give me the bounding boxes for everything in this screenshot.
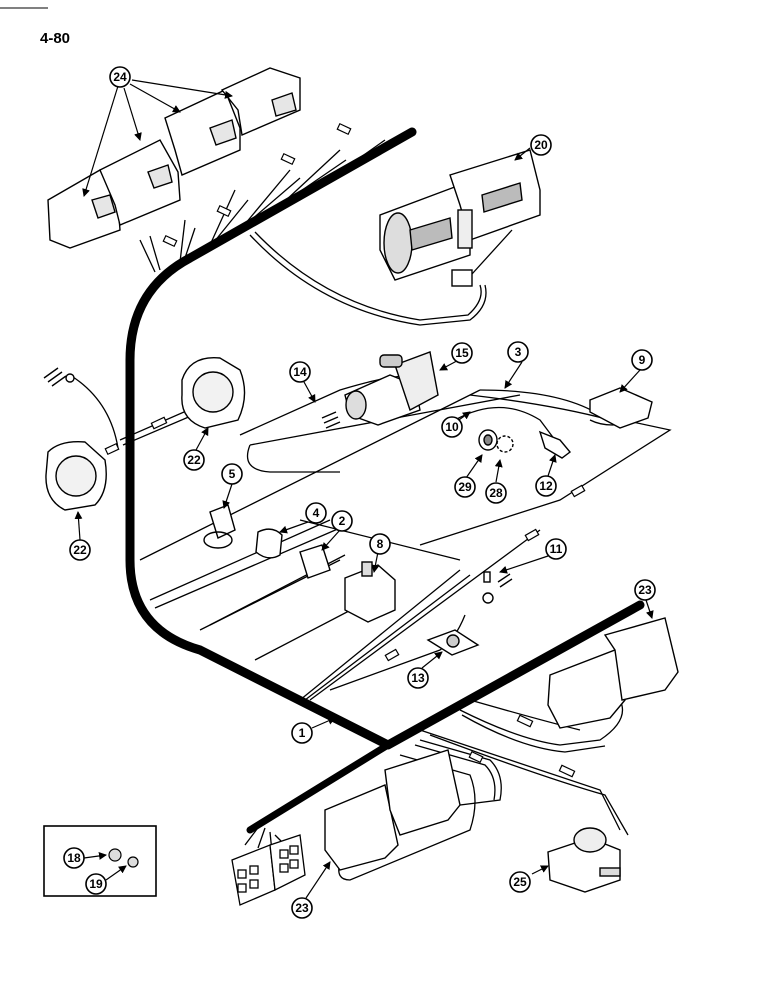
callout-label: 15	[455, 346, 469, 360]
main-harness-trunk	[125, 127, 645, 834]
switches-2-4-5-8	[203, 504, 396, 623]
callout-label: 2	[339, 514, 346, 528]
callout-19: 19	[85, 873, 107, 895]
starter-motor-14-15	[344, 351, 439, 426]
callout-5: 5	[221, 463, 243, 485]
callout-label: 3	[515, 345, 522, 359]
callout-label: 29	[458, 480, 472, 494]
callout-22-top: 22	[183, 449, 205, 471]
callout-label: 25	[513, 875, 527, 889]
callout-label: 12	[539, 479, 553, 493]
callout-label: 22	[73, 543, 87, 557]
callout-label: 23	[295, 901, 309, 915]
bracket-11-13	[426, 571, 494, 656]
blower-motor-20	[379, 149, 541, 287]
callout-24: 24	[109, 66, 131, 88]
callout-leaders	[74, 79, 654, 899]
multi-pin-connector	[231, 834, 306, 906]
callout-4: 4	[305, 502, 327, 524]
callout-label: 1	[299, 726, 306, 740]
callout-label: 22	[187, 453, 201, 467]
rect-lamps-23-right	[547, 617, 679, 729]
callout-22-bottom: 22	[69, 539, 91, 561]
callout-label: 19	[89, 877, 103, 891]
callout-label: 11	[550, 542, 563, 556]
module-9	[589, 387, 653, 429]
callout-23-right: 23	[634, 579, 656, 601]
callout-9: 9	[631, 349, 653, 371]
page-number: 4-80	[40, 30, 71, 47]
callout-23-bottom: 23	[291, 897, 313, 919]
callout-label: 10	[445, 420, 459, 434]
ground-symbols	[43, 367, 513, 588]
callout-label: 24	[113, 70, 127, 84]
sender-parts-12-28-29	[478, 429, 572, 459]
callout-13: 13	[407, 667, 429, 689]
inline-connectors	[104, 122, 586, 778]
callout-18: 18	[63, 847, 85, 869]
callout-10: 10	[441, 416, 463, 438]
callout-label: 8	[377, 537, 384, 551]
callout-label: 18	[67, 851, 81, 865]
callout-3: 3	[507, 341, 529, 363]
callout-11: 11	[545, 538, 567, 560]
inset-box-18-19	[43, 825, 157, 897]
callout-label: 14	[293, 365, 307, 379]
callout-25: 25	[509, 871, 531, 893]
callout-12: 12	[535, 475, 557, 497]
rect-lamps-23-lower	[324, 749, 461, 871]
wire-branches	[69, 139, 672, 881]
callout-label: 23	[638, 583, 652, 597]
callout-2: 2	[331, 510, 353, 532]
callout-29: 29	[454, 476, 476, 498]
callout-label: 4	[313, 506, 320, 520]
callout-20: 20	[530, 134, 552, 156]
callout-label: 28	[489, 486, 503, 500]
work-lamp-assembly-24	[47, 67, 301, 249]
round-lamps-22	[45, 356, 246, 511]
callout-label: 5	[229, 467, 236, 481]
callout-8: 8	[369, 533, 391, 555]
callout-14: 14	[289, 361, 311, 383]
callout-28: 28	[485, 482, 507, 504]
callout-label: 20	[534, 138, 548, 152]
callout-label: 9	[639, 353, 646, 367]
callout-label: 13	[411, 671, 425, 685]
callout-1: 1	[291, 722, 313, 744]
switch-assembly-25	[547, 827, 621, 893]
callout-15: 15	[451, 342, 473, 364]
